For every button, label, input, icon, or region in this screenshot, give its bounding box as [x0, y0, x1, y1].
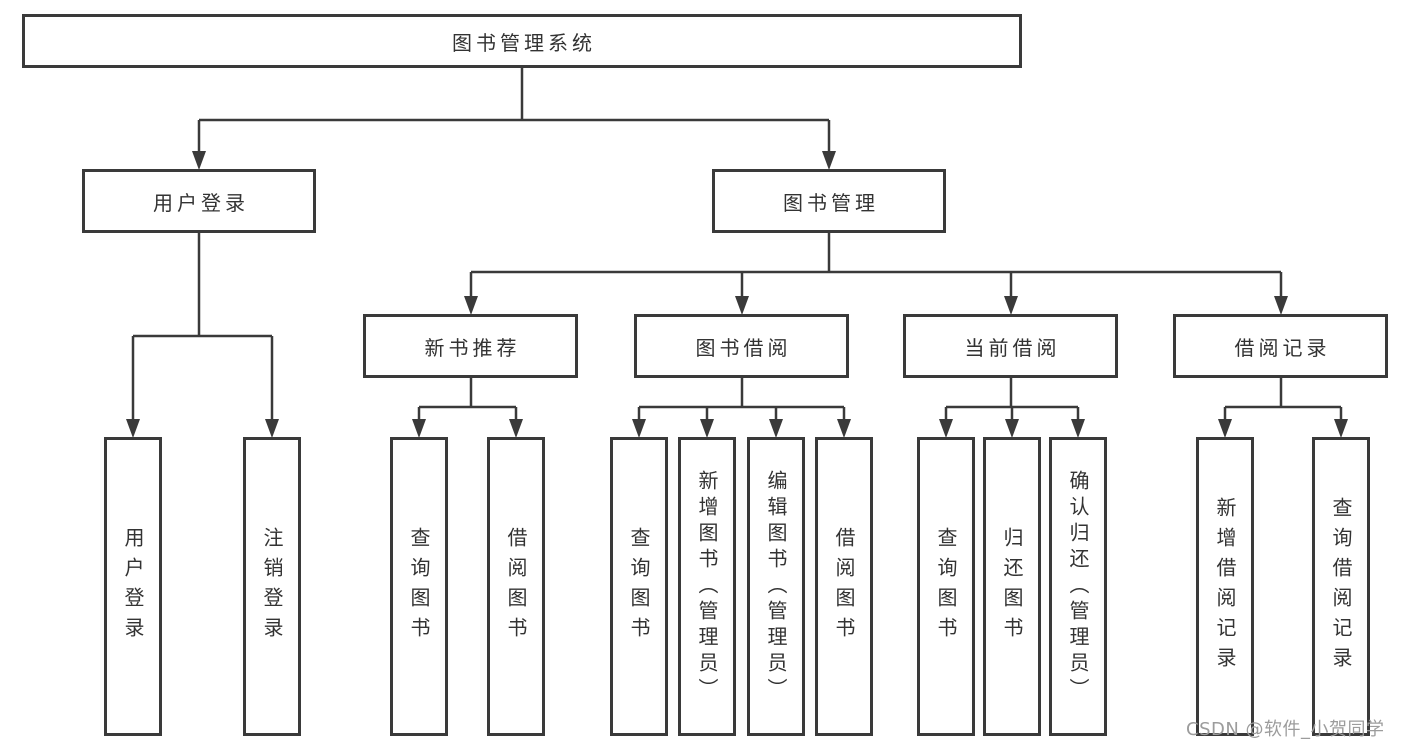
node-current-borrow-label: 当前借阅: [964, 335, 1061, 360]
node-user-login-label: 用户登录: [153, 190, 249, 215]
node-root-system: 图书管理系统: [22, 14, 1022, 68]
leaf-nb-query-book-label: 查询图书: [407, 526, 431, 647]
node-borrow-records-label: 借阅记录: [1234, 335, 1331, 360]
node-book-management-label: 图书管理: [783, 190, 879, 215]
leaf-rec-add-record-label: 新增借阅记录: [1213, 496, 1237, 677]
leaf-bb-edit-book-admin-label: 编辑图书（管理员）: [764, 469, 788, 704]
node-book-borrow-label: 图书借阅: [695, 335, 792, 360]
node-root-system-label: 图书管理系统: [452, 30, 596, 55]
leaf-cb-return-book: 归还图书: [983, 437, 1041, 736]
node-user-login: 用户登录: [82, 169, 316, 233]
leaf-cb-confirm-return-admin-label: 确认归还（管理员）: [1066, 469, 1090, 704]
leaf-bb-query-book-label: 查询图书: [627, 526, 651, 647]
leaf-cb-confirm-return-admin: 确认归还（管理员）: [1049, 437, 1107, 736]
leaf-cb-return-book-label: 归还图书: [1000, 526, 1024, 647]
node-new-book-recommend-label: 新书推荐: [424, 335, 521, 360]
leaf-nb-query-book: 查询图书: [390, 437, 448, 736]
csdn-watermark: CSDN @软件_小贺同学: [1186, 719, 1385, 740]
leaf-rec-add-record: 新增借阅记录: [1196, 437, 1254, 736]
node-borrow-records: 借阅记录: [1173, 314, 1388, 378]
leaf-bb-add-book-admin-label: 新增图书（管理员）: [695, 469, 719, 704]
leaf-nb-borrow-book-label: 借阅图书: [504, 526, 528, 647]
node-new-book-recommend: 新书推荐: [363, 314, 578, 378]
leaf-rec-query-record-label: 查询借阅记录: [1329, 496, 1353, 677]
leaf-rec-query-record: 查询借阅记录: [1312, 437, 1370, 736]
leaf-bb-add-book-admin: 新增图书（管理员）: [678, 437, 736, 736]
leaf-logout: 注销登录: [243, 437, 301, 736]
leaf-logout-label: 注销登录: [260, 526, 284, 647]
node-book-borrow: 图书借阅: [634, 314, 849, 378]
leaf-user-login: 用户登录: [104, 437, 162, 736]
leaf-bb-borrow-book-label: 借阅图书: [832, 526, 856, 647]
leaf-bb-edit-book-admin: 编辑图书（管理员）: [747, 437, 805, 736]
leaf-bb-query-book: 查询图书: [610, 437, 668, 736]
node-current-borrow: 当前借阅: [903, 314, 1118, 378]
leaf-bb-borrow-book: 借阅图书: [815, 437, 873, 736]
node-book-management: 图书管理: [712, 169, 946, 233]
leaf-nb-borrow-book: 借阅图书: [487, 437, 545, 736]
leaf-cb-query-book-label: 查询图书: [934, 526, 958, 647]
leaf-cb-query-book: 查询图书: [917, 437, 975, 736]
leaf-user-login-label: 用户登录: [121, 526, 145, 647]
